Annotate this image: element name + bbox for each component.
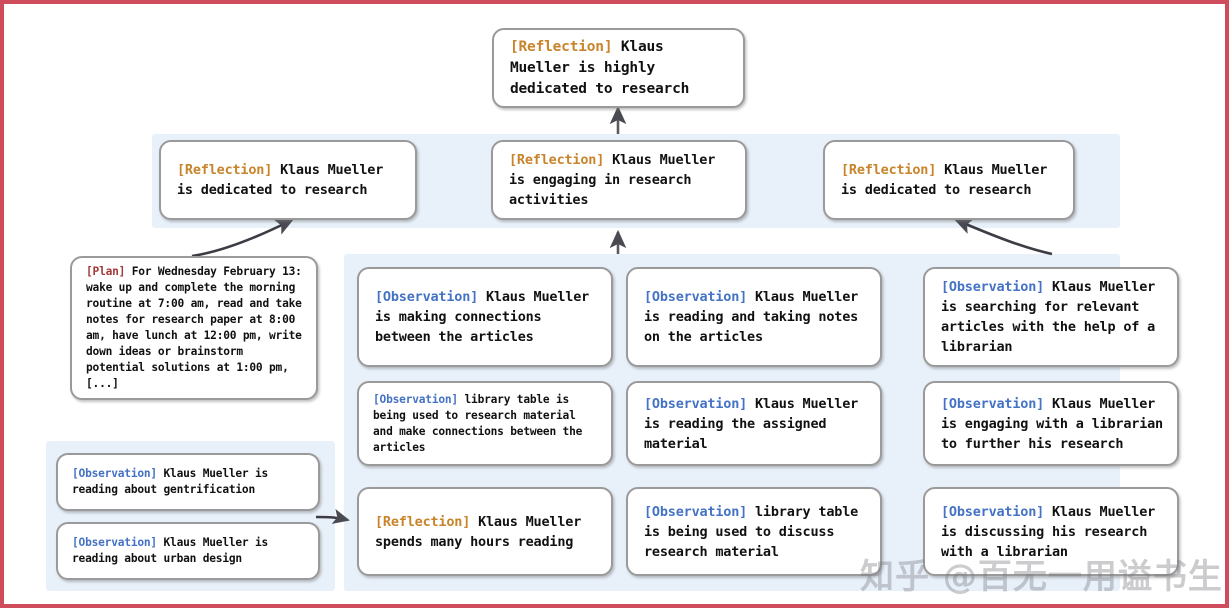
tag-observation: [Observation]	[375, 289, 479, 305]
node-body: Klaus Mueller is dedicated to research	[177, 162, 384, 198]
tag-observation: [Observation]	[941, 395, 1045, 412]
tag-observation: [Observation]	[373, 392, 458, 406]
tag-observation: [Observation]	[644, 503, 748, 520]
node-body: Klaus Mueller is reading about gentrific…	[72, 467, 269, 496]
node-text: [Reflection] Klaus Mueller is engaging i…	[493, 150, 745, 210]
node-obs-discussing-librarian[interactable]: [Observation] Klaus Mueller is discussin…	[923, 487, 1179, 576]
node-body: For Wednesday February 13: wake up and c…	[86, 265, 302, 390]
tag-observation: [Observation]	[644, 289, 748, 305]
node-root-reflection[interactable]: [Reflection] Klaus Mueller is highly ded…	[492, 28, 745, 108]
node-body: library table is being used to research …	[373, 392, 583, 454]
node-body: Klaus Mueller is searching for relevant …	[941, 279, 1156, 355]
tag-observation: [Observation]	[644, 395, 748, 412]
node-body: Klaus Mueller is reading and taking note…	[644, 289, 859, 345]
node-plan[interactable]: [Plan] For Wednesday February 13: wake u…	[70, 256, 318, 400]
tag-reflection: [Reflection]	[177, 162, 273, 178]
watermark: 知乎 @百无一用谥书生	[860, 557, 1223, 597]
node-text: [Reflection] Klaus Mueller spends many h…	[359, 512, 611, 552]
node-text: [Observation] Klaus Mueller is reading t…	[628, 394, 880, 454]
node-text: [Observation] library table is being use…	[628, 502, 880, 562]
node-reflection-middle[interactable]: [Reflection] Klaus Mueller is engaging i…	[491, 140, 747, 220]
node-body: Klaus Mueller is reading about urban des…	[72, 536, 269, 565]
node-obs-connections[interactable]: [Observation] Klaus Mueller is making co…	[357, 267, 613, 367]
node-body: Klaus Mueller is discussing his research…	[941, 503, 1156, 560]
node-obs-assigned-material[interactable]: [Observation] Klaus Mueller is reading t…	[626, 381, 882, 466]
node-body: Klaus Mueller is reading the assigned ma…	[644, 395, 859, 452]
node-text: [Observation] Klaus Mueller is discussin…	[925, 502, 1177, 562]
tag-reflection: [Reflection]	[841, 162, 937, 178]
node-text: [Observation] Klaus Mueller is reading a…	[628, 287, 880, 347]
node-text: [Observation] Klaus Mueller is engaging …	[925, 394, 1177, 454]
node-text: [Observation] Klaus Mueller is reading a…	[58, 466, 318, 498]
node-text: [Observation] Klaus Mueller is searching…	[925, 277, 1177, 357]
node-body: Klaus Mueller is engaging with a librari…	[941, 395, 1163, 452]
node-body: Klaus Mueller is making connections betw…	[375, 289, 590, 345]
node-reflection-hours-reading[interactable]: [Reflection] Klaus Mueller spends many h…	[357, 487, 613, 576]
node-obs-library-table-connections[interactable]: [Observation] library table is being use…	[357, 381, 613, 466]
node-text: [Observation] Klaus Mueller is making co…	[359, 287, 611, 347]
node-obs-urban-design[interactable]: [Observation] Klaus Mueller is reading a…	[56, 522, 320, 580]
node-text: [Reflection] Klaus Mueller is highly ded…	[494, 37, 743, 100]
tag-observation: [Observation]	[941, 279, 1045, 295]
tag-reflection: [Reflection]	[509, 152, 605, 168]
node-body: Klaus Mueller spends many hours reading	[375, 513, 582, 550]
tag-observation: [Observation]	[941, 503, 1045, 520]
tag-reflection: [Reflection]	[510, 38, 613, 55]
tag-observation: [Observation]	[72, 467, 157, 480]
node-obs-engaging-librarian[interactable]: [Observation] Klaus Mueller is engaging …	[923, 381, 1179, 466]
tag-plan: [Plan]	[86, 265, 126, 278]
node-reflection-right[interactable]: [Reflection] Klaus Mueller is dedicated …	[823, 140, 1075, 220]
node-obs-library-table-discuss[interactable]: [Observation] library table is being use…	[626, 487, 882, 576]
node-obs-reading-taking-notes[interactable]: [Observation] Klaus Mueller is reading a…	[626, 267, 882, 367]
node-text: [Observation] Klaus Mueller is reading a…	[58, 535, 318, 567]
node-body: Klaus Mueller is highly dedicated to res…	[510, 38, 690, 97]
node-text: [Reflection] Klaus Mueller is dedicated …	[825, 160, 1073, 200]
node-body: library table is being used to discuss r…	[644, 503, 859, 560]
tag-reflection: [Reflection]	[375, 513, 471, 530]
node-reflection-left[interactable]: [Reflection] Klaus Mueller is dedicated …	[159, 140, 417, 220]
node-body: Klaus Mueller is engaging in research ac…	[509, 152, 716, 208]
node-obs-gentrification[interactable]: [Observation] Klaus Mueller is reading a…	[56, 453, 320, 511]
node-obs-searching-articles[interactable]: [Observation] Klaus Mueller is searching…	[923, 267, 1179, 367]
tag-observation: [Observation]	[72, 536, 157, 549]
node-text: [Plan] For Wednesday February 13: wake u…	[72, 264, 316, 392]
node-text: [Observation] library table is being use…	[359, 392, 611, 456]
node-body: Klaus Mueller is dedicated to research	[841, 162, 1048, 198]
node-text: [Reflection] Klaus Mueller is dedicated …	[161, 160, 415, 200]
